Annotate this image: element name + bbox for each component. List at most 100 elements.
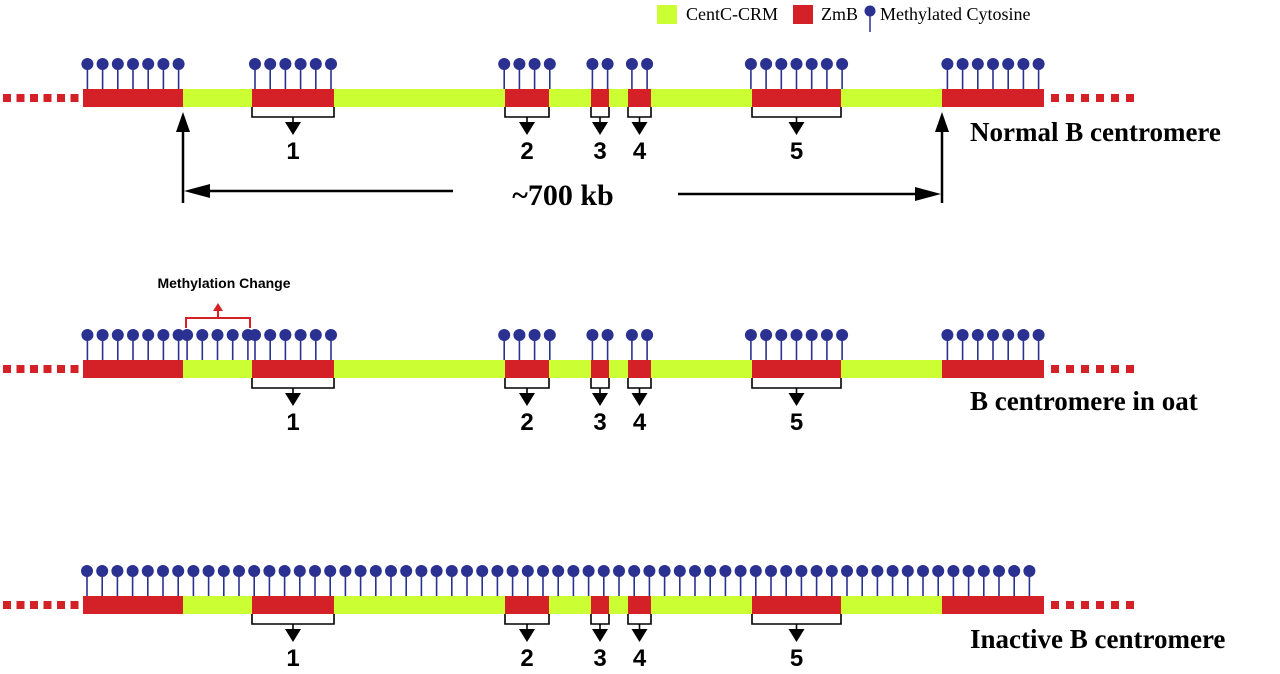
methylated-cytosine-pin xyxy=(971,329,984,360)
pin-head xyxy=(760,329,773,341)
pin-head xyxy=(977,565,990,577)
methylated-cytosine-pin xyxy=(513,329,526,360)
domain-bracket xyxy=(627,107,652,118)
centc-crm-segment xyxy=(609,360,628,378)
domain-arrowhead-icon xyxy=(592,393,608,406)
pin-head xyxy=(805,58,818,70)
pin-head xyxy=(820,329,833,341)
methylated-cytosine-pin xyxy=(537,565,549,596)
methylated-cytosine-pin xyxy=(264,58,277,89)
methylated-cytosine-pin xyxy=(172,58,185,89)
pin-head xyxy=(81,329,94,341)
pin-head xyxy=(211,329,224,341)
methylated-cytosine-pin xyxy=(142,329,155,360)
centc-crm-segment xyxy=(183,89,252,107)
functional-domain-5: 5 xyxy=(751,378,842,436)
centc-crm-segment xyxy=(651,596,752,614)
methylated-cytosine-pin xyxy=(263,565,276,596)
methylated-cytosine-pin xyxy=(775,58,788,89)
flank-dash-left xyxy=(43,94,52,102)
domain-number: 4 xyxy=(633,138,647,165)
row-label: Normal B centromere xyxy=(970,117,1221,147)
flank-dash-right xyxy=(1081,94,1089,102)
methylated-cytosine-pin xyxy=(744,58,757,89)
pin-head xyxy=(1023,565,1036,577)
pin-head xyxy=(249,58,261,70)
domain-bracket xyxy=(251,614,335,625)
functional-domain-3: 3 xyxy=(590,614,610,672)
domain-arrowhead-icon xyxy=(592,122,608,135)
methylated-cytosine-pin xyxy=(790,329,803,360)
pin-head xyxy=(971,329,984,341)
methylated-cytosine-pin xyxy=(625,329,638,360)
flank-dash-left xyxy=(3,365,11,373)
pin-head xyxy=(309,329,322,341)
pin-head xyxy=(765,565,777,577)
pin-head xyxy=(1032,329,1045,341)
methylated-cytosine-pin xyxy=(187,565,200,596)
functional-domain-1: 1 xyxy=(251,614,335,672)
pin-head xyxy=(111,58,124,70)
domain-bracket xyxy=(251,107,335,118)
domain-number: 3 xyxy=(593,138,606,165)
methylated-cytosine-pin xyxy=(820,58,833,89)
flank-dash-right xyxy=(1066,365,1074,373)
pin-head xyxy=(790,58,803,70)
flank-dash-left xyxy=(57,601,65,609)
zmb-segment xyxy=(942,89,1044,107)
pin-head xyxy=(172,565,185,577)
flank-dash-left xyxy=(70,365,79,373)
methylated-cytosine-pin xyxy=(506,565,519,596)
functional-domain-2: 2 xyxy=(504,378,550,436)
pin-head xyxy=(293,565,306,577)
domain-bracket xyxy=(251,378,335,389)
zmb-segment xyxy=(752,596,841,614)
zmb-segment xyxy=(628,596,651,614)
span-arrow-left-head xyxy=(184,184,210,198)
pin-head xyxy=(430,565,443,577)
methylated-cytosine-pin xyxy=(641,58,654,89)
pin-head xyxy=(780,565,793,577)
methylated-cytosine-pin xyxy=(181,329,194,360)
flank-dash-left xyxy=(57,94,65,102)
centc-crm-segment xyxy=(549,89,591,107)
methylated-cytosine-pin xyxy=(805,329,818,360)
pin-head xyxy=(586,58,599,70)
domain-bracket xyxy=(751,107,842,118)
left-boundary-arrowhead xyxy=(176,112,190,132)
pin-head xyxy=(1032,58,1045,70)
methylated-cytosine-pin xyxy=(324,565,337,596)
functional-domain-3: 3 xyxy=(590,378,610,436)
domain-number: 4 xyxy=(633,645,647,672)
pin-head xyxy=(941,58,954,70)
methylated-cytosine-pin xyxy=(81,329,94,360)
pin-head xyxy=(157,565,169,577)
functional-domain-5: 5 xyxy=(751,107,842,165)
domain-bracket xyxy=(504,378,550,389)
methylated-cytosine-pin xyxy=(157,565,169,596)
pin-head xyxy=(181,329,194,341)
methylated-cytosine-pin xyxy=(917,565,929,596)
pin-head xyxy=(279,58,292,70)
methylated-cytosine-pin xyxy=(760,58,773,89)
methylated-cytosine-pin xyxy=(264,329,277,360)
pin-head xyxy=(805,329,818,341)
methylated-cytosine-pin xyxy=(127,58,139,89)
methylated-cytosine-pin xyxy=(956,58,969,89)
pin-head xyxy=(96,58,109,70)
methylated-cytosine-pin xyxy=(987,329,999,360)
methylated-cytosine-pin xyxy=(941,329,954,360)
methylated-cytosine-pin xyxy=(744,329,757,360)
methylated-cytosine-pin xyxy=(625,58,638,89)
methylated-cytosine-pin xyxy=(111,329,124,360)
methylated-cytosine-pin xyxy=(941,58,954,89)
domain-bracket xyxy=(627,378,652,389)
pin-head xyxy=(325,58,337,70)
annotation-label: Methylation Change xyxy=(157,275,290,291)
flank-dash-right xyxy=(1081,365,1089,373)
methylated-cytosine-pin xyxy=(430,565,443,596)
methylated-cytosine-pin xyxy=(248,565,261,596)
functional-domain-5: 5 xyxy=(751,614,842,672)
methylated-cytosine-pin xyxy=(528,58,541,89)
